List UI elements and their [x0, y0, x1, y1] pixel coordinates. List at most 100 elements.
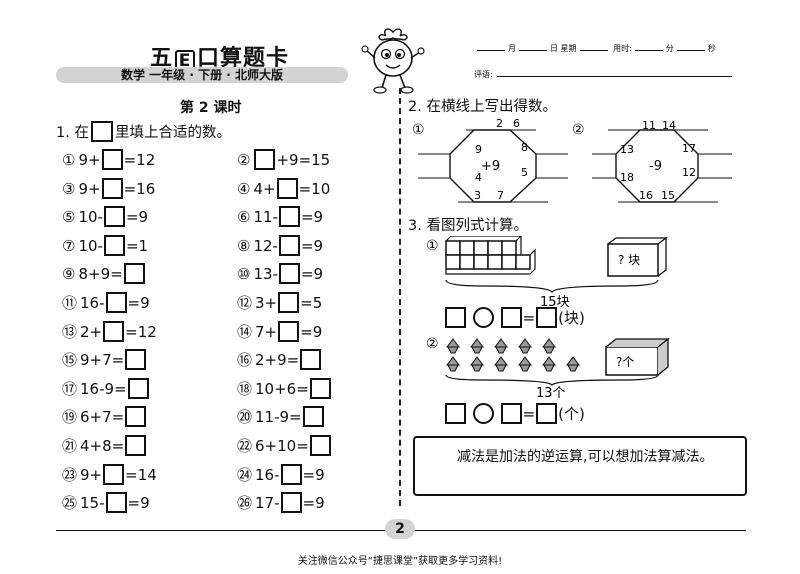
- q1-item-number: ⑬: [62, 322, 78, 341]
- q1-answer-box[interactable]: [278, 234, 300, 256]
- q1-answer-box[interactable]: [125, 349, 147, 371]
- comment-blank[interactable]: [496, 68, 732, 77]
- q1-expression-text: 10-: [78, 236, 103, 255]
- q1-answer-box[interactable]: [101, 177, 123, 199]
- q1-item-number: ⑰: [62, 379, 78, 398]
- q1-answer-box[interactable]: [103, 234, 125, 256]
- q1-expression-text: 17-: [255, 494, 280, 513]
- q1-expression-text: =9: [125, 208, 149, 227]
- q1-expression-text: =10: [298, 179, 331, 198]
- p1-equation: =(块): [444, 306, 585, 330]
- q1-answer-box[interactable]: [278, 320, 300, 342]
- q1-answer-box[interactable]: [123, 263, 145, 285]
- q1-answer-box[interactable]: [309, 377, 331, 399]
- q1-item-number: ⑨: [62, 265, 76, 284]
- second-label: 秒: [707, 44, 716, 53]
- oct1-bottom-2: 7: [497, 189, 504, 202]
- q1-item-number: ⑳: [237, 408, 253, 427]
- q1-item-number: ⑱: [237, 379, 253, 398]
- q1-expression-text: =9: [300, 322, 323, 341]
- brand-five: 五: [150, 46, 174, 71]
- q3-title: 3. 看图列式计算。: [408, 218, 528, 234]
- comment-label: 评语:: [474, 70, 493, 79]
- q1-expression-text: 4+: [253, 179, 276, 198]
- p2-operator-circle[interactable]: [472, 403, 494, 424]
- q1-answer-box[interactable]: [103, 463, 125, 485]
- minute-blank[interactable]: [634, 42, 663, 51]
- q1-item-number: ⑦: [62, 236, 76, 255]
- q1-answer-box[interactable]: [105, 492, 127, 514]
- q1-item-number: ⑤: [62, 208, 76, 227]
- p1-input-b[interactable]: [500, 307, 522, 328]
- q2-title: 2. 在横线上写出得数。: [408, 99, 557, 115]
- tip-box: 减法是加法的逆运算,可以想加法算减法。: [413, 436, 747, 496]
- q1-expression-text: 15-: [80, 494, 105, 513]
- p2-input-b[interactable]: [500, 403, 522, 424]
- q1-answer-box[interactable]: [125, 435, 147, 456]
- p1-unit: (块): [558, 309, 585, 327]
- oct2-top-2: 14: [662, 119, 676, 132]
- p2-total: 13个: [536, 386, 566, 401]
- mascot-illustration: [361, 28, 425, 94]
- q3-picture-2: ② ?个 13个: [426, 336, 670, 401]
- weekday-label: 星期: [560, 44, 577, 53]
- q1-answer-box[interactable]: [276, 177, 298, 199]
- p2-input-result[interactable]: [536, 403, 558, 424]
- p1-operator-circle[interactable]: [472, 307, 494, 328]
- q1-item-number: ⑲: [62, 408, 78, 427]
- q1-answer-box[interactable]: [278, 206, 300, 228]
- q1-expression-text: 9+7=: [80, 351, 125, 370]
- month-blank[interactable]: [477, 42, 505, 51]
- q1-expression-text: 10+6=: [255, 379, 309, 398]
- second-blank[interactable]: [676, 42, 705, 51]
- q1-answer-box[interactable]: [280, 492, 302, 514]
- column-divider: [399, 88, 401, 506]
- oct2-number: ②: [572, 122, 585, 138]
- q1-expression-text: 9+: [78, 151, 101, 169]
- q1-answer-box[interactable]: [302, 406, 324, 428]
- q1-answer-box[interactable]: [103, 206, 125, 228]
- q1-answer-box[interactable]: [278, 292, 300, 313]
- q1-answer-box[interactable]: [280, 463, 302, 485]
- footer-note: 关注微信公众号“捷思课堂”获取更多学习资料!: [297, 556, 503, 567]
- q1-expression-text: =14: [125, 465, 157, 484]
- q1-answer-box[interactable]: [125, 406, 147, 428]
- p2-box-label: ?个: [616, 355, 634, 369]
- q1-answer-box[interactable]: [278, 263, 300, 285]
- q1-expression-text: 11-: [253, 208, 278, 227]
- weekday-blank[interactable]: [579, 42, 608, 51]
- date-time-fields: 月日 星期 用时:分秒: [474, 42, 716, 54]
- q1-answer-box[interactable]: [105, 292, 127, 313]
- day-blank[interactable]: [519, 42, 547, 51]
- oct2-bottom-1: 16: [639, 189, 653, 202]
- q1-expression-text: 9+: [80, 465, 103, 484]
- q1-answer-box[interactable]: [254, 149, 276, 170]
- q1-answer-box[interactable]: [300, 349, 322, 371]
- p1-number: ①: [426, 238, 439, 254]
- q1-item-number: ⑪: [62, 294, 78, 312]
- p1-box-label: ? 块: [618, 253, 640, 267]
- q1-expression-text: 10-: [78, 208, 103, 227]
- p1-total: 15块: [540, 295, 570, 310]
- q1-expression-text: 9+: [78, 179, 101, 198]
- p1-blocks: [445, 236, 536, 275]
- q1-answer-box[interactable]: [101, 149, 123, 170]
- oct1-left-1: 9: [475, 143, 482, 156]
- q1-item-number: ⑭: [237, 322, 253, 341]
- q1-answer-box[interactable]: [309, 435, 331, 456]
- brand-name: 口算题卡: [197, 46, 290, 71]
- q1-item-number: ⑧: [237, 236, 251, 255]
- q1-item: ②+9=15: [237, 148, 330, 172]
- p2-hidden-box: ?个: [605, 337, 670, 376]
- q1-answer-box[interactable]: [127, 377, 149, 399]
- p1-input-result[interactable]: [536, 307, 558, 328]
- month-label: 月: [508, 44, 516, 53]
- p1-input-a[interactable]: [445, 307, 466, 328]
- p2-input-a[interactable]: [445, 403, 466, 424]
- q1-answer-box[interactable]: [103, 320, 125, 342]
